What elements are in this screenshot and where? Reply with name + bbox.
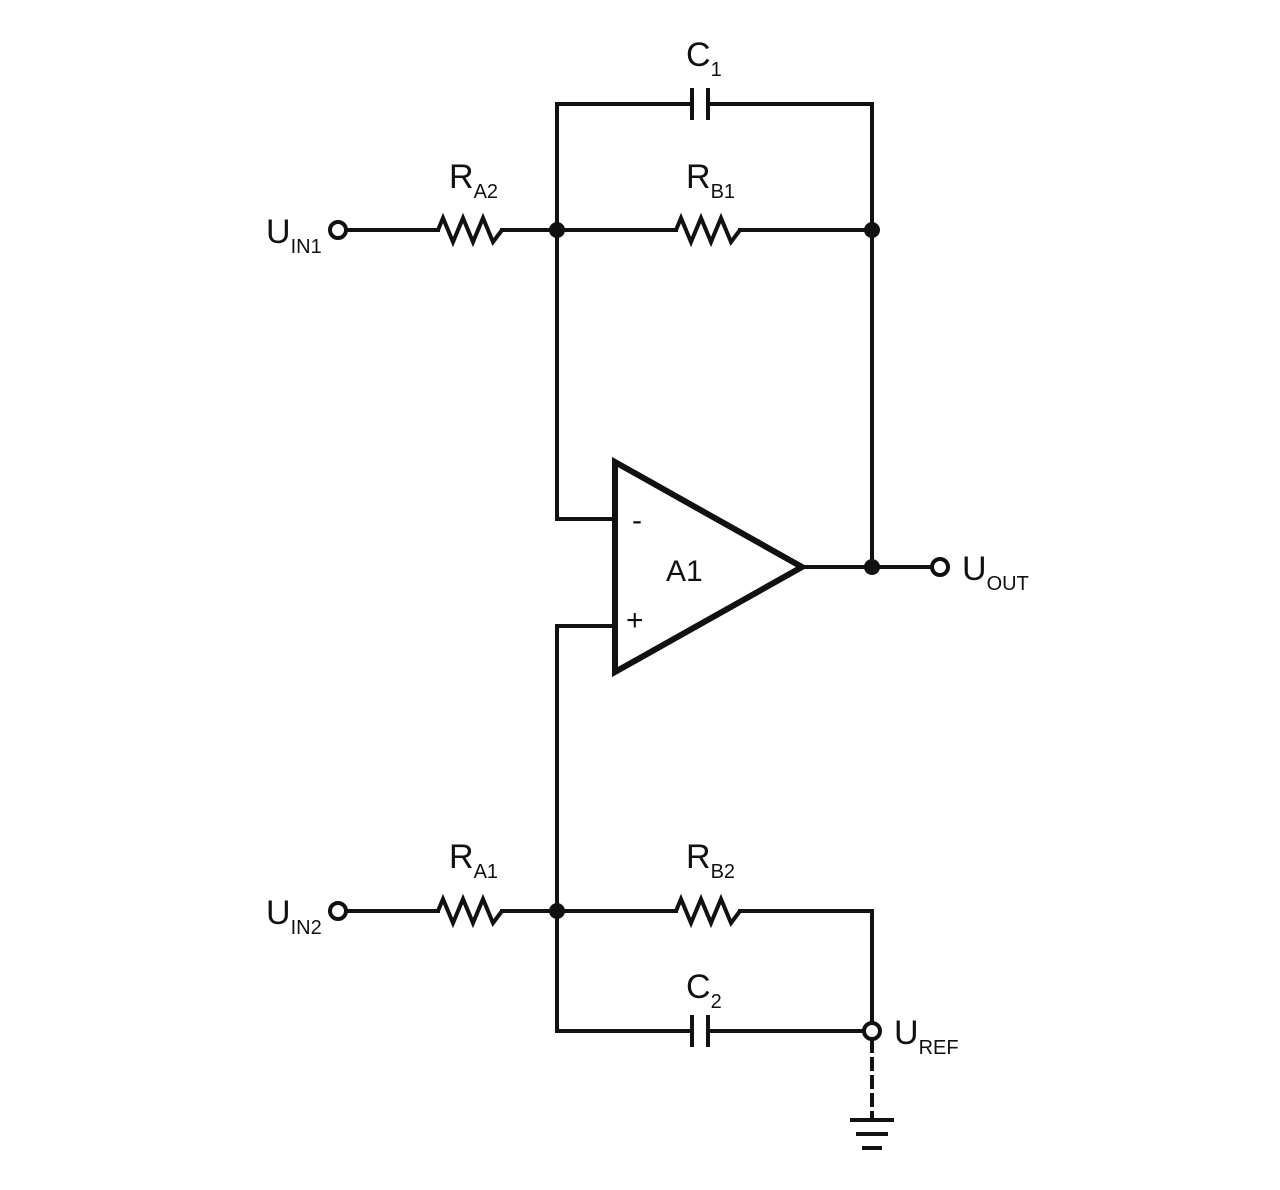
label-uout: UOUT xyxy=(962,550,1029,595)
label-ra2: RA2 xyxy=(449,158,498,203)
resistor-rb2 xyxy=(674,893,742,929)
junction-dot-inverting-node xyxy=(549,222,565,238)
wires xyxy=(344,102,934,1120)
wire-c1-loop-right xyxy=(708,102,874,232)
resistor-ra1 xyxy=(436,893,504,929)
label-uref: UREF xyxy=(894,1014,959,1059)
label-uin1: UIN1 xyxy=(266,213,322,258)
capacitor-c2 xyxy=(690,1015,710,1047)
label-c1: C1 xyxy=(686,36,722,81)
resistor-rb1 xyxy=(674,212,742,248)
op-amp-label: A1 xyxy=(666,555,703,588)
label-uin2: UIN2 xyxy=(266,894,322,939)
op-amp-triangle xyxy=(612,456,809,678)
noninverting-input-sign: + xyxy=(626,604,644,637)
terminal-uref xyxy=(862,1021,882,1041)
junction-dot-output-node xyxy=(864,559,880,575)
wire-c2-loop-left xyxy=(555,909,692,1033)
wire-inverting-input xyxy=(555,228,617,521)
wire-c1-loop-left xyxy=(555,102,692,232)
wire-noninverting-input xyxy=(555,624,617,913)
inverting-input-sign: - xyxy=(632,504,642,537)
label-c2: C2 xyxy=(686,968,722,1013)
terminal-uin2 xyxy=(328,901,348,921)
terminal-uin1 xyxy=(328,220,348,240)
terminal-uout xyxy=(930,557,950,577)
junction-dot-feedback-node xyxy=(864,222,880,238)
label-rb2: RB2 xyxy=(686,838,735,883)
label-ra1: RA1 xyxy=(449,838,498,883)
label-rb1: RB1 xyxy=(686,158,735,203)
resistor-ra2 xyxy=(436,212,504,248)
capacitor-c1 xyxy=(690,88,710,120)
ground-icon xyxy=(850,1118,894,1150)
junction-dot-noninverting-node xyxy=(549,903,565,919)
wire-rb2-to-ref xyxy=(738,909,874,1024)
